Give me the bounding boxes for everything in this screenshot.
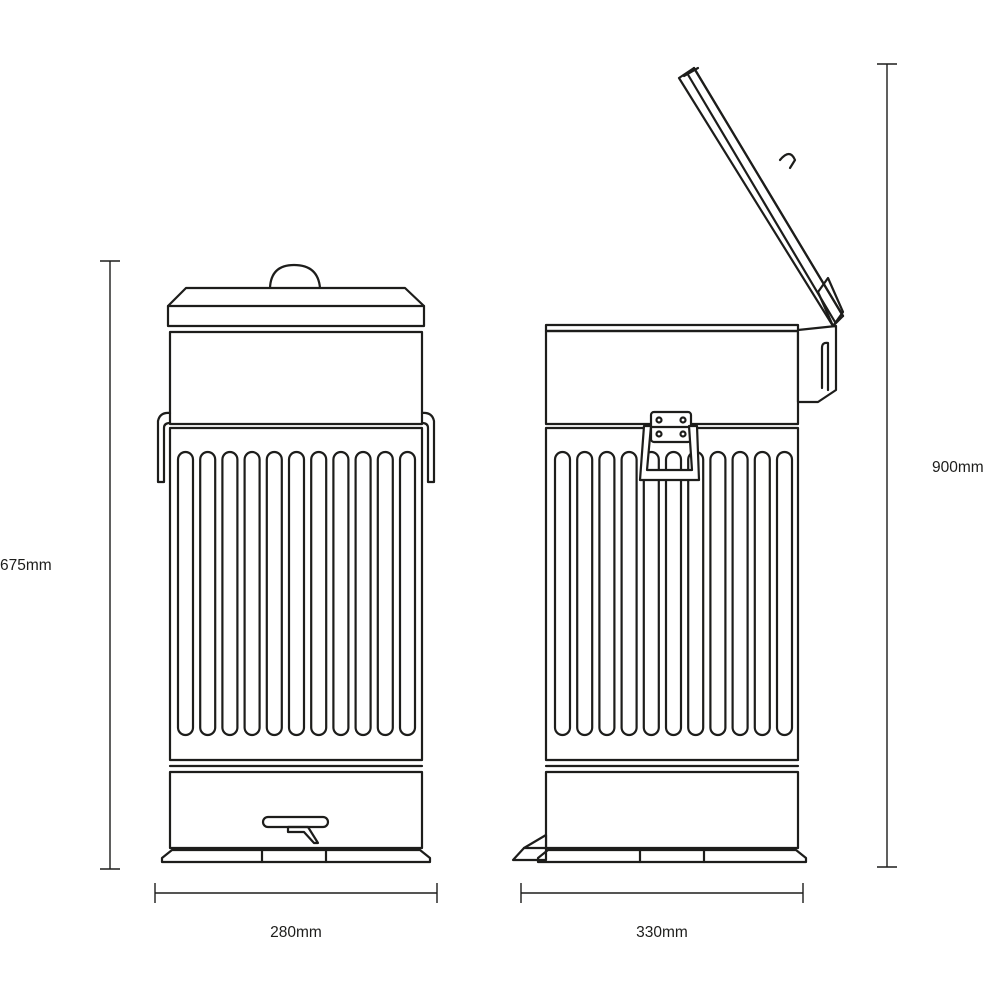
dimension-side-height — [877, 63, 897, 868]
flute — [398, 450, 417, 737]
front-right-handle — [420, 411, 436, 484]
label-front-width: 280mm — [270, 924, 322, 941]
front-base — [160, 848, 432, 864]
side-open-lid — [677, 66, 845, 328]
side-clasp — [638, 410, 701, 482]
flute — [354, 450, 372, 737]
side-hinge-bracket — [796, 324, 838, 404]
flute — [620, 450, 638, 737]
flute — [775, 450, 794, 737]
flute — [598, 450, 616, 737]
front-pedal-icon — [261, 815, 330, 829]
flute — [709, 450, 727, 737]
side-flutes — [553, 450, 794, 737]
side-base — [536, 848, 808, 864]
flute — [664, 450, 683, 737]
flute — [642, 450, 660, 737]
dimension-side-width — [520, 883, 804, 903]
flute — [376, 450, 394, 737]
front-view-bin — [156, 263, 436, 864]
flute — [176, 450, 195, 737]
side-view-bin — [511, 66, 845, 864]
front-lower-band — [168, 770, 424, 850]
flute — [310, 450, 328, 737]
front-lid-knob — [268, 263, 322, 290]
label-front-height: 675mm — [0, 557, 52, 574]
label-side-height: 900mm — [932, 459, 984, 476]
front-left-handle — [156, 411, 172, 484]
front-upper-band — [168, 330, 424, 426]
flute — [243, 450, 261, 737]
flute — [553, 450, 572, 737]
side-upper-band — [544, 329, 800, 426]
flute — [332, 450, 350, 737]
front-fluted-body — [168, 426, 424, 762]
flute — [221, 450, 239, 737]
flute — [731, 450, 749, 737]
flute — [687, 450, 705, 737]
flute — [199, 450, 217, 737]
flute — [753, 450, 771, 737]
front-flutes — [176, 450, 417, 737]
flute — [265, 450, 283, 737]
label-side-width: 330mm — [636, 924, 688, 941]
flute — [287, 450, 306, 737]
flute — [576, 450, 594, 737]
side-lower-band — [544, 770, 800, 850]
dimension-front-width — [154, 883, 438, 903]
dimension-front-height — [100, 260, 120, 870]
